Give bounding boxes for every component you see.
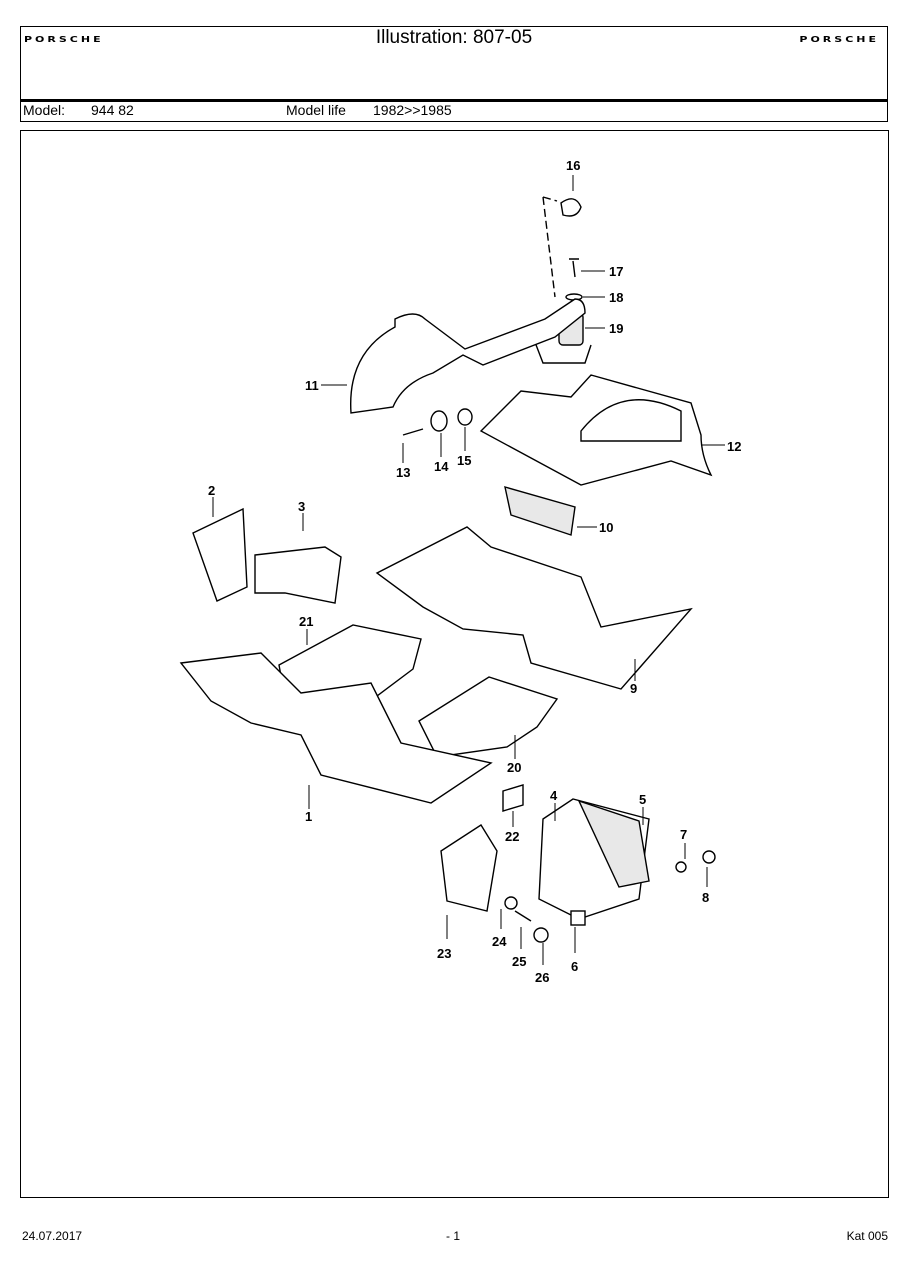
callout-21: 21 (299, 614, 313, 629)
callout-6: 6 (571, 959, 578, 974)
callout-8: 8 (702, 890, 709, 905)
model-value: 944 82 (91, 102, 134, 118)
callout-12: 12 (727, 439, 741, 454)
part-14-grommet (430, 410, 448, 432)
parts-diagram: 16 17 18 19 11 12 13 14 15 10 2 3 9 21 2… (179, 158, 741, 985)
callout-25: 25 (512, 954, 526, 969)
header-box: PORSCHE Illustration: 807-05 PORSCHE Mod… (20, 26, 888, 122)
part-25-screw (514, 910, 532, 922)
illustration-frame: 16 17 18 19 11 12 13 14 15 10 2 3 9 21 2… (20, 130, 889, 1198)
callout-3: 3 (298, 499, 305, 514)
porsche-logo-left: PORSCHE (24, 35, 104, 45)
callout-26: 26 (535, 970, 549, 985)
callout-24: 24 (492, 934, 507, 949)
part-8-bolt (702, 850, 716, 864)
part-5-insulation (577, 799, 650, 888)
porsche-logo-right: PORSCHE (799, 35, 879, 45)
footer-date: 24.07.2017 (22, 1229, 83, 1243)
callout-22: 22 (505, 829, 519, 844)
callout-9: 9 (630, 681, 637, 696)
callout-11: 11 (305, 378, 319, 393)
callout-13: 13 (396, 465, 410, 480)
part-20-floor-mat (418, 676, 559, 758)
callout-4: 4 (550, 788, 558, 803)
part-9-rear-carpet (375, 526, 693, 690)
part-11-wheel-arch-trim (350, 298, 586, 414)
part-10-foam-pad (504, 486, 576, 536)
callout-5: 5 (639, 792, 646, 807)
part-7-nut (675, 861, 687, 873)
model-label: Model: (23, 102, 66, 118)
part-23-panel (440, 824, 498, 912)
part-2-side-panel (192, 507, 248, 602)
part-24-nut (504, 896, 518, 910)
part-12-hump (580, 399, 682, 442)
part-13-screw (402, 428, 424, 436)
callout-10: 10 (599, 520, 613, 535)
callout-14: 14 (434, 459, 449, 474)
callout-17: 17 (609, 264, 623, 279)
part-15-grommet (457, 408, 473, 426)
illustration-title: Illustration: 807-05 (375, 27, 533, 48)
part-17-screw (569, 258, 579, 278)
footer-catalog: Kat 005 (846, 1229, 888, 1243)
callout-16: 16 (566, 158, 580, 173)
part-22-bracket (502, 784, 524, 812)
callout-19: 19 (609, 321, 623, 336)
footer-page: - 1 (446, 1229, 461, 1243)
part-26-clip (533, 927, 549, 943)
model-row: Model: 944 82 Model life 1982>>1985 (21, 102, 887, 122)
callout-23: 23 (437, 946, 451, 961)
header-divider (20, 99, 888, 102)
dash-line-16 (542, 196, 558, 298)
bracket-19 (532, 336, 592, 364)
part-16-clip (560, 198, 582, 217)
callout-18: 18 (609, 290, 623, 305)
part-1-front-carpet (179, 652, 493, 804)
callout-2: 2 (208, 483, 215, 498)
model-life-value: 1982>>1985 (373, 102, 452, 118)
model-life-label: Model life (286, 102, 346, 118)
part-6-clip (570, 910, 586, 926)
callout-20: 20 (507, 760, 521, 775)
callout-1: 1 (305, 809, 312, 824)
part-3-bracket (254, 546, 342, 604)
callout-15: 15 (457, 453, 471, 468)
callout-7: 7 (680, 827, 687, 842)
